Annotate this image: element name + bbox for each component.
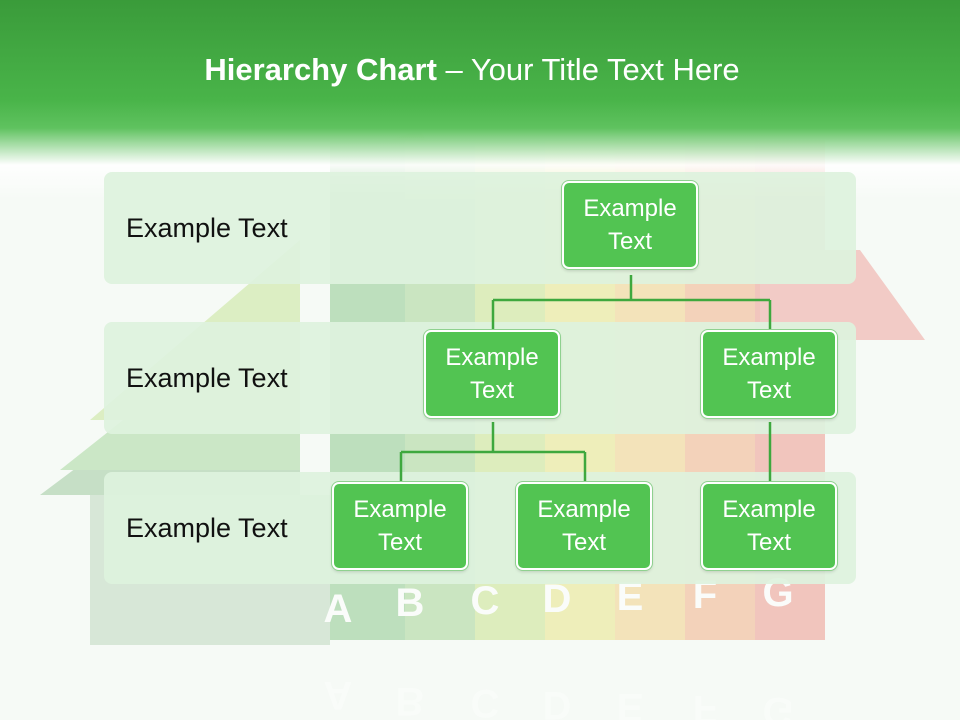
title-dash: – bbox=[436, 52, 471, 87]
node-root[interactable]: Example Text bbox=[562, 181, 698, 269]
node-level3-right[interactable]: Example Text bbox=[701, 482, 837, 570]
node-level3-middle-text: Example Text bbox=[537, 496, 631, 556]
reflection-letter-d: D bbox=[543, 683, 572, 720]
rating-letter-a: A bbox=[324, 587, 353, 631]
rating-letter-d: D bbox=[543, 577, 572, 621]
node-level2-right-text: Example Text bbox=[722, 344, 816, 404]
reflection-letter-f: F bbox=[693, 687, 717, 720]
rating-letter-c: C bbox=[471, 579, 500, 623]
node-level3-middle[interactable]: Example Text bbox=[516, 482, 652, 570]
level-label-2: Example Text bbox=[126, 363, 288, 393]
level-label-1: Example Text bbox=[126, 213, 288, 243]
node-level2-left-text: Example Text bbox=[445, 344, 539, 404]
node-level3-right-text: Example Text bbox=[722, 496, 816, 556]
title-bold: Hierarchy Chart bbox=[204, 52, 437, 87]
title-bar bbox=[0, 0, 960, 200]
level-band-1[interactable]: Example Text bbox=[104, 172, 856, 284]
node-level2-right[interactable]: Example Text bbox=[701, 330, 837, 418]
level-label-3: Example Text bbox=[126, 513, 288, 543]
title-rest: Your Title Text Here bbox=[470, 52, 740, 87]
reflection-letter-b: B bbox=[396, 679, 425, 720]
reflection-letter-g: G bbox=[762, 689, 793, 720]
rating-letter-b: B bbox=[396, 581, 425, 625]
node-level3-left[interactable]: Example Text bbox=[332, 482, 468, 570]
reflection-letter-e: E bbox=[617, 685, 644, 720]
slide-title[interactable]: Hierarchy Chart – Your Title Text Here bbox=[0, 52, 944, 88]
reflection-letter-c: C bbox=[471, 681, 500, 720]
node-root-text: Example Text bbox=[583, 195, 677, 255]
node-level2-left[interactable]: Example Text bbox=[424, 330, 560, 418]
node-level3-left-text: Example Text bbox=[353, 496, 447, 556]
reflection-letter-a: A bbox=[324, 673, 353, 717]
